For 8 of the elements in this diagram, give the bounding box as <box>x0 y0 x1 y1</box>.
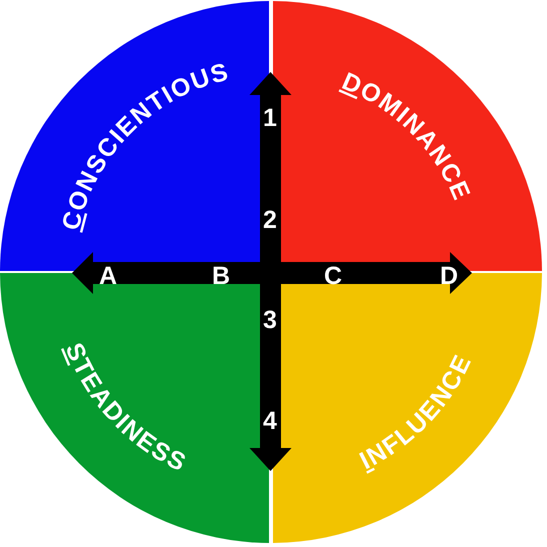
axis-label: 1 <box>263 104 277 132</box>
axis-label: 4 <box>263 407 277 435</box>
axis-label: 3 <box>263 306 277 334</box>
axis-label: D <box>440 262 458 290</box>
axis-label: A <box>98 262 118 290</box>
axis-label: C <box>324 262 342 290</box>
axis-label: B <box>212 262 230 290</box>
axis-label: 2 <box>263 206 277 234</box>
